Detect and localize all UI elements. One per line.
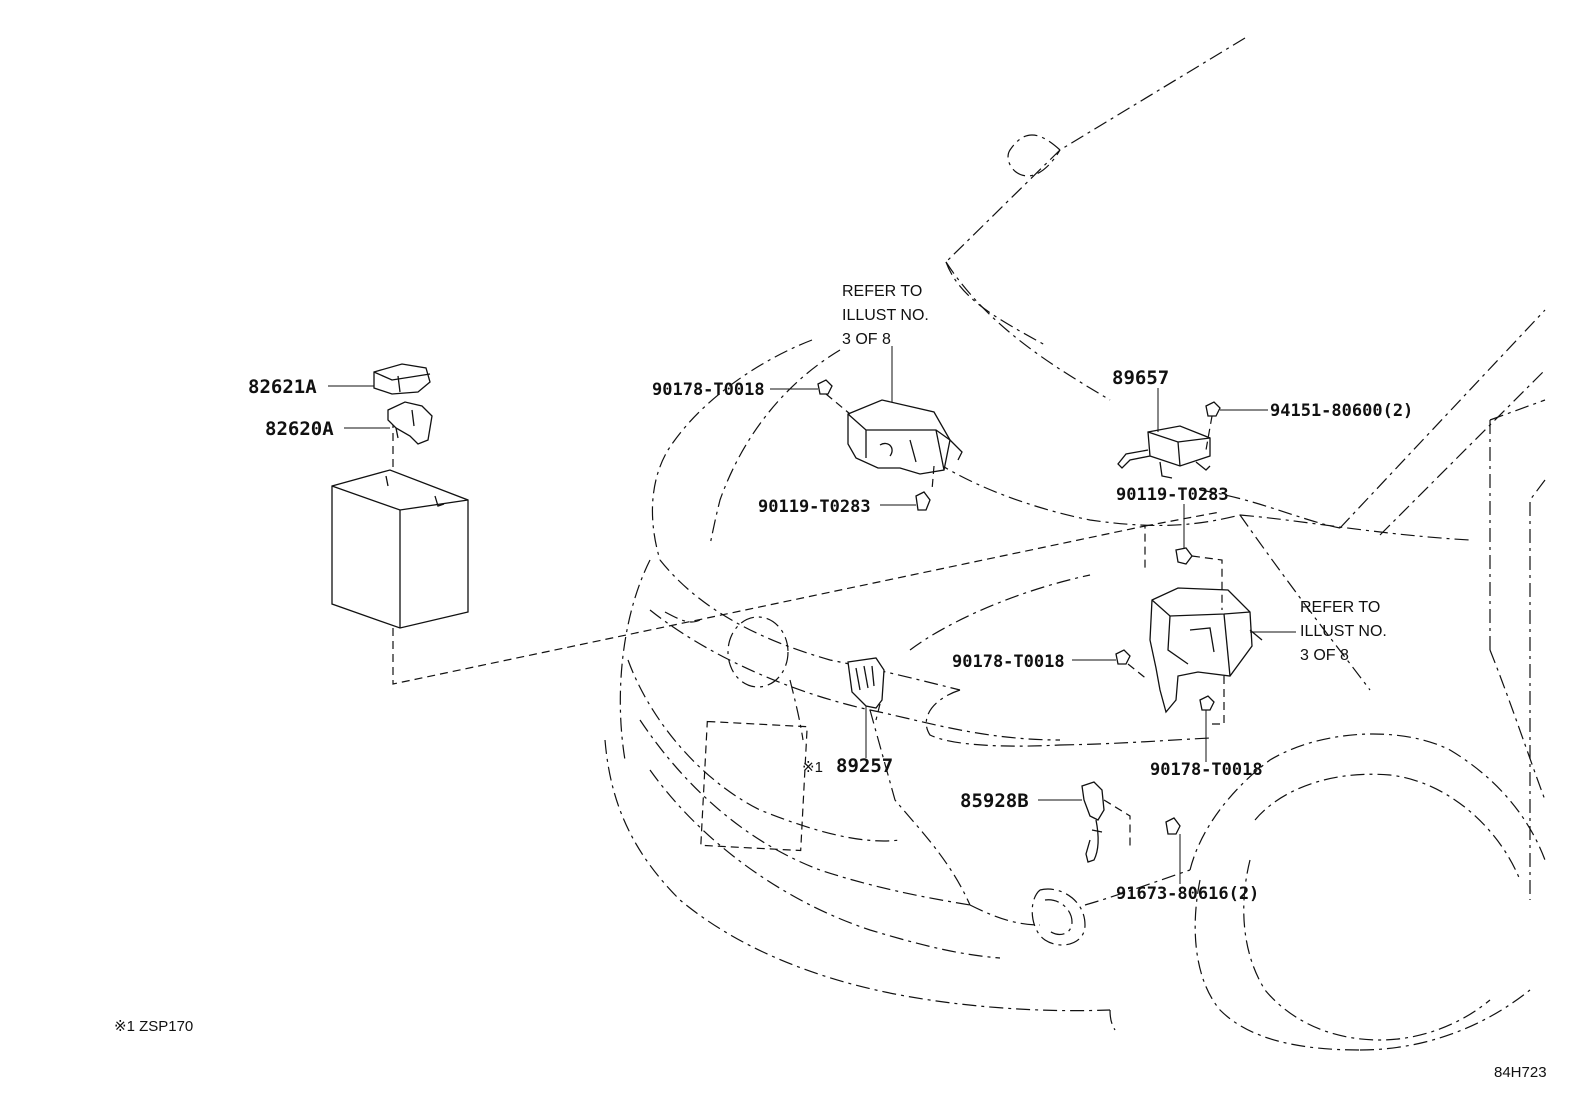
footnote: ※1 ZSP170 xyxy=(114,1018,193,1035)
nut-90178-low xyxy=(1199,695,1215,711)
illustration-id: 84H723 xyxy=(1494,1064,1547,1081)
nut-94151 xyxy=(1205,401,1221,417)
label-89257: 89257 xyxy=(836,755,893,777)
label-94151: 94151-80600(2) xyxy=(1270,401,1413,421)
label-82621A: 82621A xyxy=(248,376,317,398)
label-89657: 89657 xyxy=(1112,367,1169,389)
label-85928B: 85928B xyxy=(960,790,1029,812)
nut-90178-mid xyxy=(1115,649,1131,665)
note-refer-top-line2: ILLUST NO. xyxy=(842,307,929,324)
note-refer-right-line3: 3 OF 8 xyxy=(1300,647,1349,664)
label-90119-right: 90119-T0283 xyxy=(1116,485,1229,505)
module-89657 xyxy=(1117,425,1211,479)
terminal-cover-82620A xyxy=(387,401,433,445)
bolt-91673 xyxy=(1165,817,1181,835)
sensor-89257 xyxy=(847,657,885,709)
note-refer-right-line2: ILLUST NO. xyxy=(1300,623,1387,640)
label-91673: 91673-80616(2) xyxy=(1116,884,1259,904)
label-90178-top: 90178-T0018 xyxy=(652,380,765,400)
label-90178-low: 90178-T0018 xyxy=(1150,760,1263,780)
note-refer-right-line1: REFER TO xyxy=(1300,599,1380,616)
bolt-90119-right xyxy=(1175,547,1193,565)
bolt-90119-left xyxy=(915,491,931,511)
note-refer-top-line1: REFER TO xyxy=(842,283,922,300)
vehicle-outline xyxy=(604,37,1546,1051)
battery-cable-line-2 xyxy=(1144,511,1221,527)
terminal-cover-82621A xyxy=(373,363,431,395)
leader-lines xyxy=(328,346,1296,884)
left-relay-block xyxy=(847,399,963,475)
label-82620A: 82620A xyxy=(265,418,334,440)
battery-cable-line xyxy=(392,525,1146,685)
right-relay-block xyxy=(1149,587,1263,714)
label-90119-left: 90119-T0283 xyxy=(758,497,871,517)
nut-90178-top xyxy=(817,379,833,395)
label-89257-prefix: ※1 xyxy=(802,759,823,776)
note-refer-top-line3: 3 OF 8 xyxy=(842,331,891,348)
label-90178-mid: 90178-T0018 xyxy=(952,652,1065,672)
sensor-85928B xyxy=(1081,781,1105,863)
battery xyxy=(331,469,469,629)
